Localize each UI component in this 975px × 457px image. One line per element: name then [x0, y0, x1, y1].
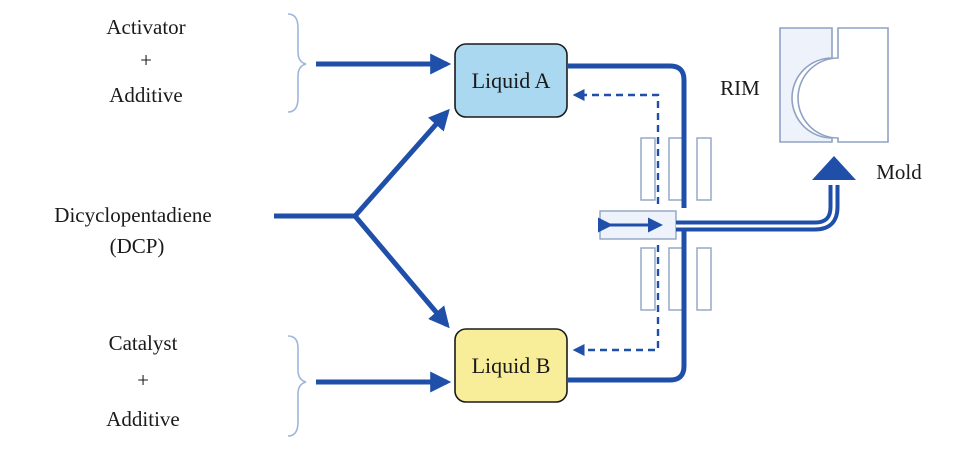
- dcp-to-liquid-b-arrow: [353, 214, 450, 329]
- mold-label: Mold: [876, 160, 922, 184]
- dcp-name-label: Dicyclopentadiene: [54, 203, 211, 227]
- dcp-to-liquid-a-arrow: [353, 108, 450, 218]
- liquid-a-feed-line: [567, 63, 687, 208]
- bracket-top: [287, 13, 307, 113]
- mold-inlet-arrowhead: [812, 156, 856, 180]
- catalyst-label: Catalyst: [109, 331, 178, 355]
- additive-top-label: Additive: [109, 83, 183, 107]
- liquid-a-label: Liquid A: [472, 68, 551, 93]
- plus-top-label: +: [140, 48, 152, 72]
- liquid-b-box: [454, 328, 568, 403]
- additive-bottom-label: Additive: [106, 407, 180, 431]
- rim-label: RIM: [720, 76, 760, 100]
- mold: [779, 27, 889, 143]
- plus-bottom-label: +: [137, 368, 149, 392]
- bracket-bottom: [287, 335, 307, 437]
- liquid-a-recirculation-arrow: [572, 89, 660, 204]
- mixing-head: [599, 137, 712, 311]
- liquid-a-box: [454, 43, 568, 118]
- liquid-b-recirculation-arrow: [572, 245, 660, 356]
- liquid-b-label: Liquid B: [472, 353, 551, 378]
- liquid-b-feed-line: [567, 226, 687, 383]
- dcp-abbr-label: (DCP): [110, 234, 165, 258]
- mixed-stream-inner: [676, 185, 836, 228]
- activator-label: Activator: [106, 15, 185, 39]
